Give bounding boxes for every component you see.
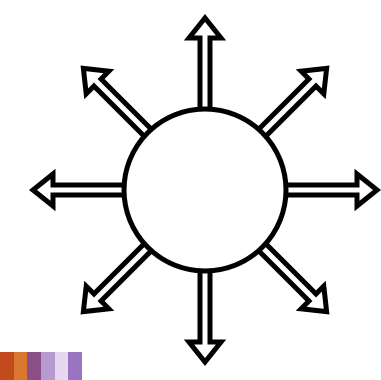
thumbnail-swatch — [55, 352, 69, 380]
center-circle — [124, 109, 286, 271]
thumbnail-swatch — [27, 352, 41, 380]
thumbnail-swatch — [14, 352, 28, 380]
arrow-down — [189, 262, 221, 362]
thumbnail-swatch — [0, 352, 14, 380]
arrow-left — [33, 174, 133, 206]
thumbnail-swatch — [41, 352, 55, 380]
arrow-up — [189, 18, 221, 118]
thumbnail-swatch — [68, 352, 82, 380]
arrow-right — [277, 174, 377, 206]
image-thumbnail-strip — [0, 352, 82, 380]
